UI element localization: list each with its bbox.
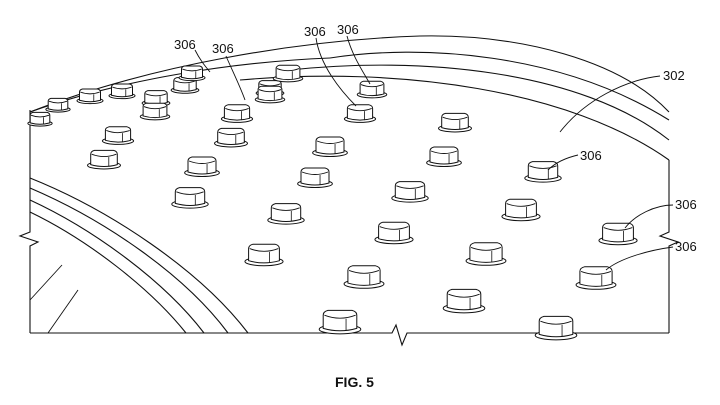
stud: [267, 203, 305, 225]
stud: [598, 222, 638, 246]
stud: [426, 146, 462, 168]
stud: [87, 149, 121, 170]
stud: [356, 80, 388, 99]
sidewall-arcs: [29, 177, 249, 334]
figure-caption: FIG. 5: [335, 374, 374, 390]
stud: [442, 288, 486, 314]
stud: [45, 97, 71, 113]
stud: [501, 198, 541, 222]
stud: [318, 309, 362, 335]
stud: [244, 243, 284, 267]
stud: [184, 156, 220, 178]
stud: [214, 127, 248, 148]
stud: [178, 65, 206, 82]
ref-label-306-a: 306: [174, 37, 196, 52]
stud: [171, 187, 209, 209]
stud: [76, 88, 104, 105]
stud: [465, 242, 507, 266]
stud: [343, 104, 377, 123]
stud: [312, 136, 348, 158]
stud: [391, 181, 429, 203]
ref-label-306-d: 306: [337, 22, 359, 37]
stud: [343, 265, 385, 289]
stud: [108, 83, 136, 100]
stud: [438, 112, 472, 133]
stud: [524, 161, 562, 183]
tread-surface-layers: [29, 35, 670, 161]
stud: [297, 167, 333, 189]
stud-leaders: [194, 35, 674, 271]
stud-array: [27, 64, 638, 341]
stud: [374, 221, 414, 245]
stud: [27, 111, 53, 127]
ref-label-306-e: 306: [580, 148, 602, 163]
leader-302: [559, 75, 661, 133]
ref-label-306-g: 306: [675, 239, 697, 254]
stud: [139, 102, 171, 121]
stud: [534, 315, 578, 341]
ref-label-306-b: 306: [212, 41, 234, 56]
stud: [220, 104, 254, 123]
ref-label-302: 302: [663, 68, 685, 83]
stud: [101, 126, 135, 145]
section-frame: [18, 57, 680, 347]
ref-label-306-f: 306: [675, 197, 697, 212]
stud: [272, 64, 304, 83]
ref-label-306-c: 306: [304, 24, 326, 39]
stud: [575, 266, 617, 290]
stud: [254, 85, 286, 104]
